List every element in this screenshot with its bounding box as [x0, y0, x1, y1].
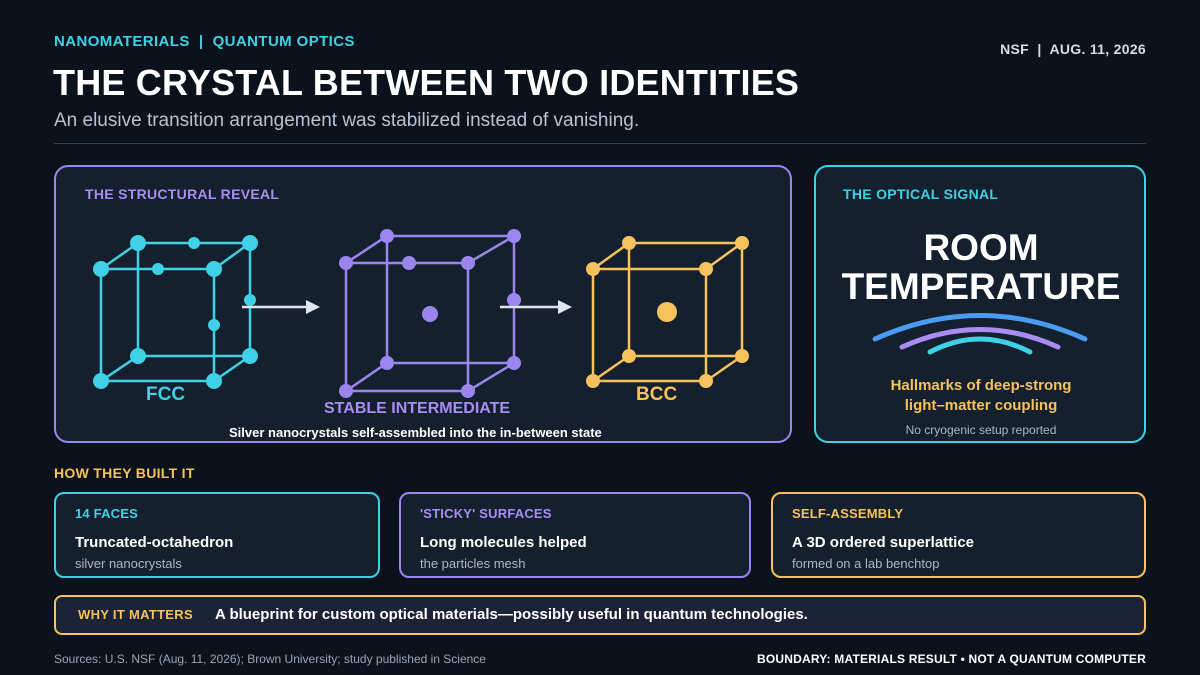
intermediate-label: STABLE INTERMEDIATE — [324, 400, 511, 417]
optical-panel: THE OPTICAL SIGNAL — [814, 165, 1146, 443]
hallmark-text: Hallmarks of deep-strong light–matter co… — [816, 376, 1146, 416]
card-self-assembly: SELF-ASSEMBLY A 3D ordered superlattice … — [771, 492, 1146, 578]
card-main: Long molecules helped — [420, 534, 587, 551]
kicker: NANOMATERIALS | QUANTUM OPTICS — [54, 33, 355, 50]
card-main: A 3D ordered superlattice — [792, 534, 974, 551]
intermediate-atoms — [339, 229, 521, 398]
bcc-label: BCC — [636, 384, 678, 405]
hallmark-line-1: Hallmarks of deep-strong — [890, 377, 1072, 394]
page-subtitle: An elusive transition arrangement was st… — [54, 110, 640, 131]
fcc-atoms — [93, 235, 258, 389]
arrow-icon — [500, 300, 572, 314]
sources: Sources: U.S. NSF (Aug. 11, 2026); Brown… — [54, 652, 486, 666]
room-temperature-headline: ROOM TEMPERATURE — [816, 228, 1146, 306]
card-sub: silver nanocrystals — [75, 556, 182, 571]
section-heading: HOW THEY BUILT IT — [54, 465, 195, 481]
hallmark-line-2: light–matter coupling — [904, 397, 1058, 414]
why-text: A blueprint for custom optical materials… — [215, 606, 808, 623]
structural-panel-heading: THE STRUCTURAL REVEAL — [85, 186, 280, 202]
arrow-icon — [242, 300, 320, 314]
bcc-cube-icon — [591, 241, 744, 383]
headline-line-2: TEMPERATURE — [841, 266, 1121, 307]
cryogenic-note: No cryogenic setup reported — [905, 423, 1057, 437]
signal-waves-icon — [872, 313, 1088, 355]
card-sub: the particles mesh — [420, 556, 526, 571]
card-sticky-surfaces: 'STICKY' SURFACES Long molecules helped … — [399, 492, 751, 578]
card-heading: 'STICKY' SURFACES — [420, 506, 552, 521]
structural-caption: Silver nanocrystals self-assembled into … — [229, 425, 602, 440]
card-heading: 14 FACES — [75, 506, 139, 521]
headline-line-1: ROOM — [923, 227, 1039, 268]
dateline: NSF | AUG. 11, 2026 — [1000, 41, 1146, 57]
divider — [54, 143, 1146, 144]
card-faces: 14 FACES Truncated-octahedron silver nan… — [54, 492, 380, 578]
page-title: THE CRYSTAL BETWEEN TWO IDENTITIES — [53, 62, 800, 103]
why-it-matters-banner: WHY IT MATTERS A blueprint for custom op… — [54, 595, 1146, 635]
fcc-cube-icon — [99, 241, 252, 383]
optical-panel-heading: THE OPTICAL SIGNAL — [843, 186, 999, 202]
bcc-atoms — [586, 236, 749, 388]
card-heading: SELF-ASSEMBLY — [792, 506, 904, 521]
boundary-note: BOUNDARY: MATERIALS RESULT • NOT A QUANT… — [756, 652, 1146, 666]
why-label: WHY IT MATTERS — [78, 607, 193, 622]
card-sub: formed on a lab benchtop — [792, 556, 940, 571]
fcc-label: FCC — [146, 384, 186, 405]
card-main: Truncated-octahedron — [75, 534, 234, 551]
